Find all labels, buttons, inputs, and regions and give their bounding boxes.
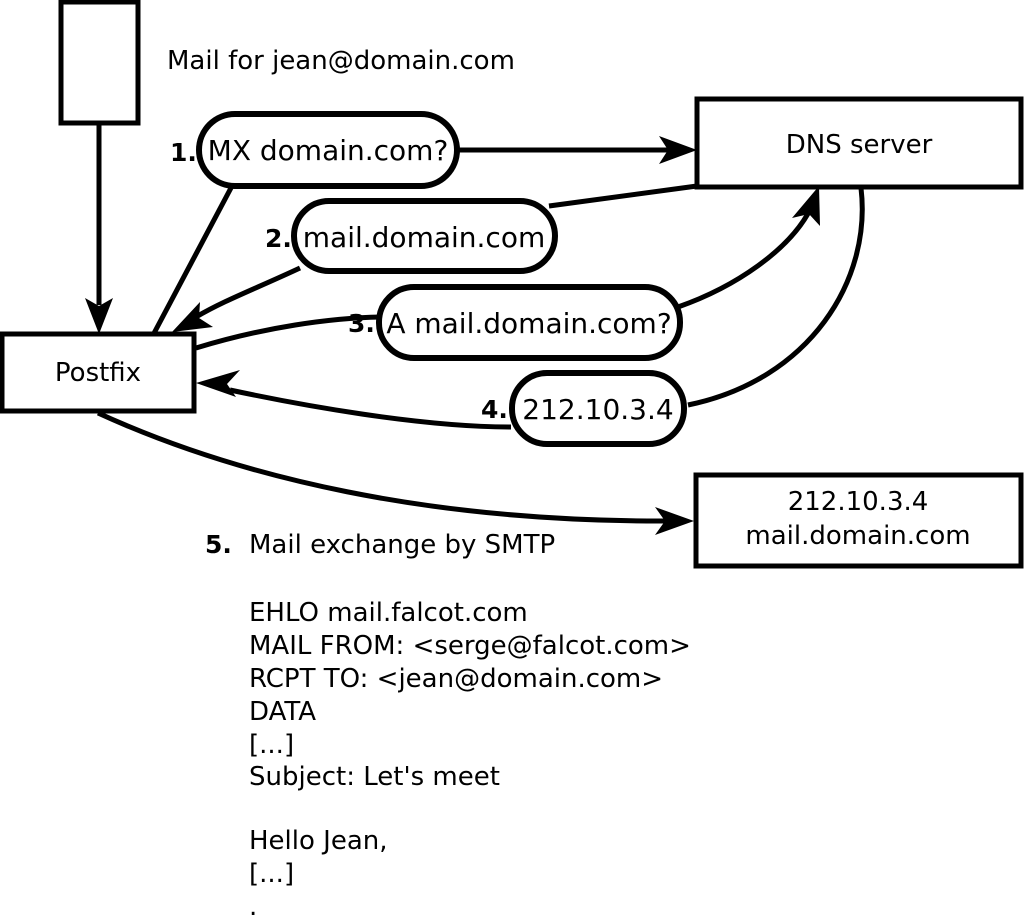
smtp-line-9: . <box>249 892 257 919</box>
arrow-head-into-postfix-2 <box>172 302 213 332</box>
edge-dns-to-step2 <box>548 183 698 209</box>
node-source-box[interactable] <box>58 0 141 126</box>
node-mail-server-ip: 212.10.3.4 <box>788 487 929 517</box>
step-4-label: 212.10.3.4 <box>522 393 673 426</box>
smtp-line-2: RCPT TO: <jean@domain.com> <box>249 664 663 694</box>
edge-step3-to-dns <box>677 186 820 310</box>
edge-source-to-postfix <box>85 123 113 334</box>
node-postfix[interactable]: Postfix <box>0 331 197 414</box>
step-2-number: 2. <box>265 224 292 253</box>
smtp-transcript: EHLO mail.falcot.com MAIL FROM: <serge@f… <box>249 598 691 919</box>
edge-postfix-to-step1 <box>149 184 235 339</box>
step-5-number: 5. <box>205 530 232 559</box>
step-1-label: MX domain.com? <box>208 134 449 167</box>
smtp-line-3: DATA <box>249 697 316 727</box>
smtp-line-4: [...] <box>249 730 294 760</box>
node-mail-server-host: mail.domain.com <box>745 521 970 551</box>
step-2-pill[interactable] <box>291 198 558 274</box>
node-mail-server[interactable]: 212.10.3.4 mail.domain.com <box>693 472 1024 569</box>
step-1[interactable]: 1. MX domain.com? <box>170 111 460 189</box>
smtp-line-1: MAIL FROM: <serge@falcot.com> <box>249 631 691 661</box>
arrow-head-right-mailserver <box>655 507 694 535</box>
smtp-line-8: [...] <box>249 859 294 889</box>
step-1-number: 1. <box>170 138 197 167</box>
edge-step4-to-postfix <box>196 370 512 430</box>
smtp-line-7: Hello Jean, <box>249 826 388 856</box>
node-dns-server[interactable]: DNS server <box>694 96 1024 190</box>
edge-step1-to-dns <box>458 136 697 164</box>
step-2-label: mail.domain.com <box>303 221 545 254</box>
arrow-head-into-postfix-4 <box>196 370 240 397</box>
arrow-head-down-postfix <box>85 298 113 334</box>
title-note: Mail for jean@domain.com <box>167 46 515 76</box>
step-3-number: 3. <box>348 309 375 338</box>
step-1-pill[interactable] <box>196 111 460 189</box>
step-4-pill[interactable] <box>509 370 687 447</box>
step-5-label: Mail exchange by SMTP <box>249 530 555 560</box>
step-3-pill[interactable] <box>376 284 683 361</box>
smtp-line-5: Subject: Let's meet <box>249 762 500 792</box>
node-dns-server-label: DNS server <box>786 130 933 160</box>
edge-dns-to-step4 <box>687 187 865 408</box>
node-postfix-label: Postfix <box>55 358 141 388</box>
step-4-number: 4. <box>481 395 508 424</box>
step-3-label: A mail.domain.com? <box>386 307 671 340</box>
edge-postfix-to-mailserver <box>96 410 694 535</box>
arrow-head-up-dns-3 <box>792 186 820 226</box>
step-2[interactable]: 2. mail.domain.com <box>265 198 558 274</box>
step-3[interactable]: 3. A mail.domain.com? <box>348 284 683 361</box>
edge-postfix-to-step3 <box>195 314 382 351</box>
smtp-line-0: EHLO mail.falcot.com <box>249 598 528 628</box>
edge-step2-to-postfix <box>172 265 302 332</box>
step-4[interactable]: 4. 212.10.3.4 <box>481 370 687 447</box>
arrow-head-right-dns-1 <box>659 136 697 164</box>
